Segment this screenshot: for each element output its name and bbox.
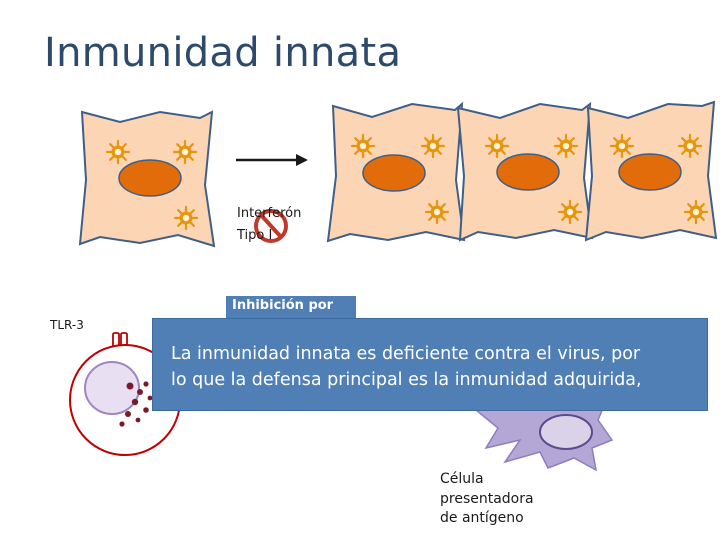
callout-line-1: La inmunidad innata es deficiente contra… [171,344,641,364]
slide-title: Inmunidad innata [44,30,402,76]
virus-icon [677,133,703,159]
apc-label: Célula presentadora de antígeno [440,471,534,526]
infected-cell [78,110,216,248]
callout-box: La inmunidad innata es deficiente contra… [152,318,708,411]
inhibition-label: Inhibición por [226,296,356,318]
virus-icon [105,139,131,165]
virus-icon [173,205,199,231]
neighbor-cell-2 [456,101,594,242]
virus-icon [424,199,450,225]
tlr3-label: TLR-3 [50,318,84,332]
virus-icon [172,139,198,165]
virus-icon [553,133,579,159]
antigen-presenting-cell [468,390,614,472]
virus-icon [350,133,376,159]
neighbor-cell-3 [584,100,718,242]
cell-nucleus [362,154,426,192]
prohibit-icon [254,209,288,243]
virus-icon [683,199,709,225]
virus-icon [484,133,510,159]
cell-nucleus [118,159,182,197]
virus-icon [420,133,446,159]
virus-icon [609,133,635,159]
signal-arrow [236,154,308,166]
interferon-label: Interferón Tipo I [237,206,302,243]
neighbor-cell-1 [326,101,466,243]
cell-nucleus [496,153,560,191]
callout-line-2: lo que la defensa principal es la inmuni… [171,370,642,390]
virus-icon [557,199,583,225]
cell-nucleus [618,153,682,191]
